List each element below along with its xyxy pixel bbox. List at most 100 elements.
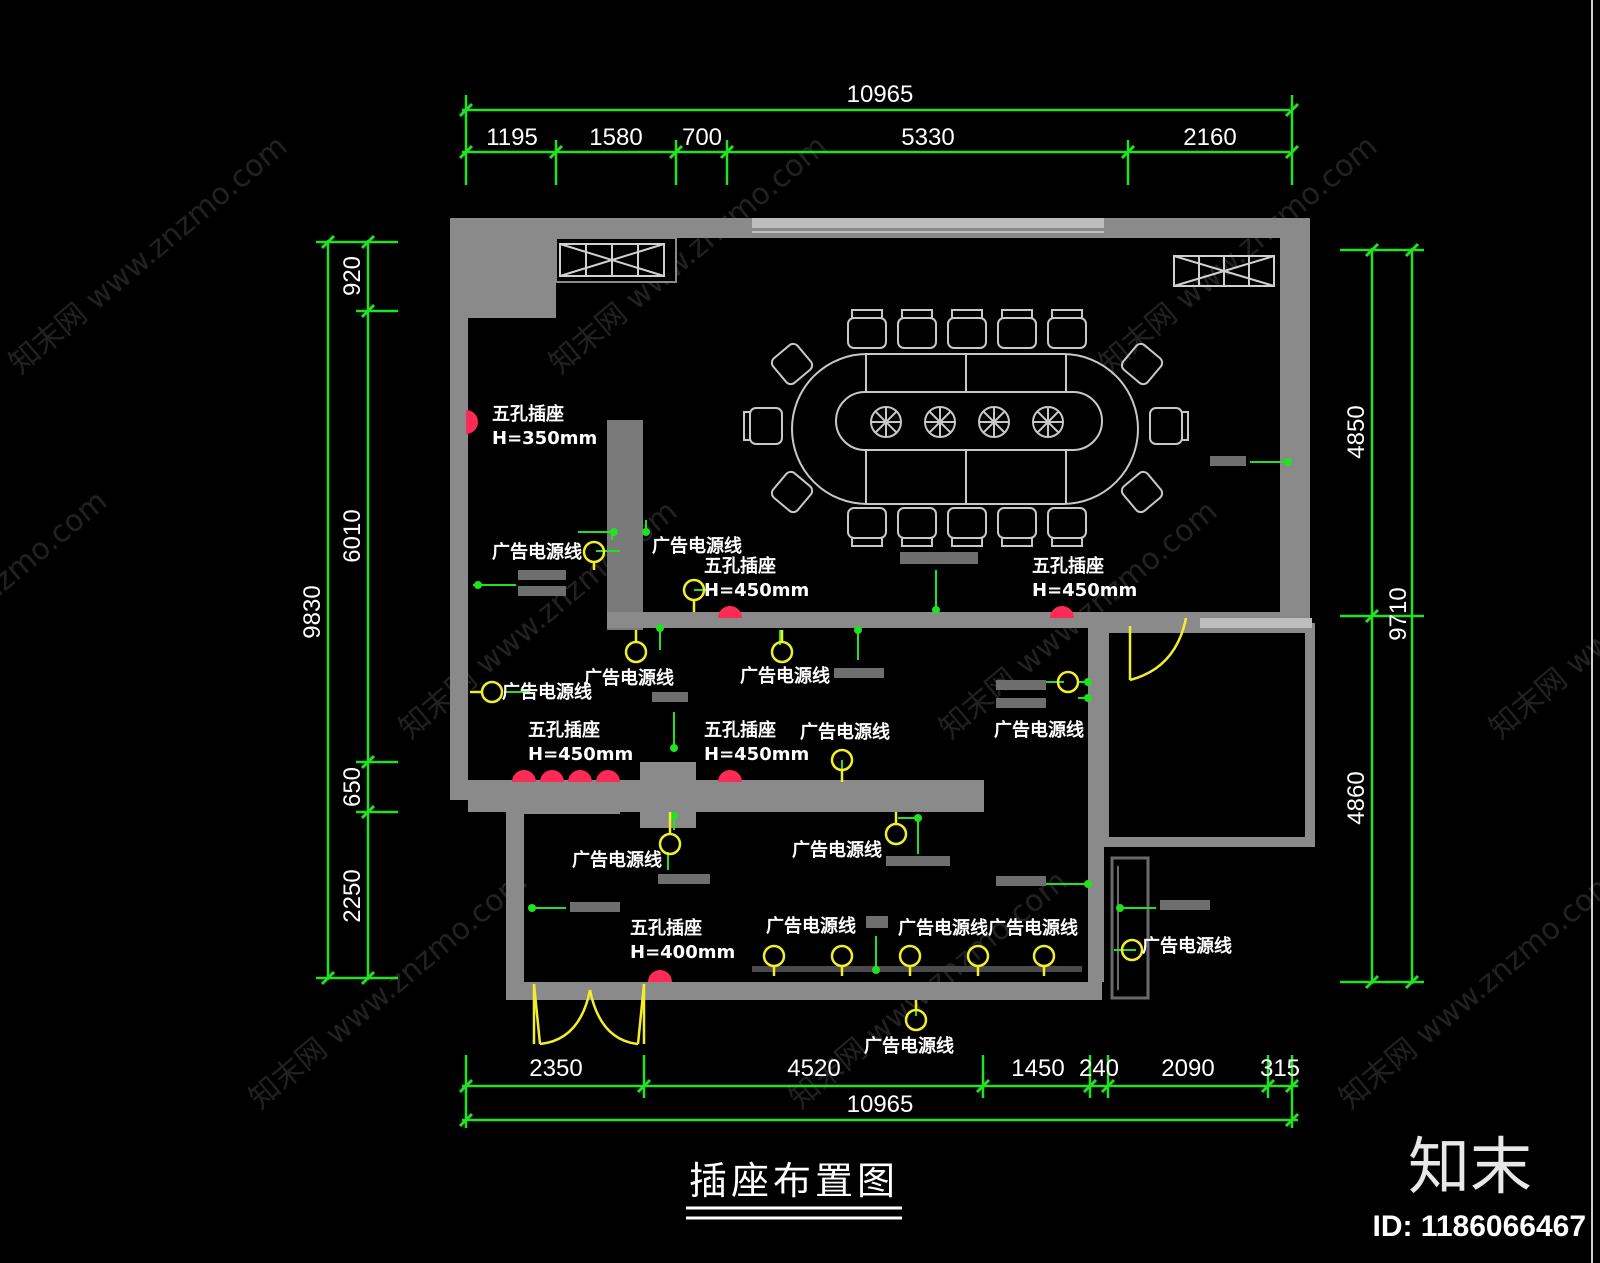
socket-label: 五孔插座 (704, 719, 776, 741)
dimension-lines (316, 95, 1424, 1128)
dim-top-segment: 2160 (1183, 124, 1236, 151)
chair-top-row (847, 309, 1087, 349)
dim-left-segment: 2250 (339, 869, 366, 922)
dim-bottom-segment: 4520 (787, 1055, 840, 1082)
dimension-labels: 10965 1195 1580 700 5330 2160 2350 4520 … (299, 81, 1412, 1118)
socket-label: 广告电源线 (1142, 935, 1232, 957)
socket-label: 广告电源线 (994, 719, 1084, 741)
socket-label: 广告电源线 (864, 1035, 954, 1057)
socket-label: 五孔插座 (528, 719, 600, 741)
dim-right-segment: 4850 (1343, 405, 1370, 458)
ad-socket-icon (658, 812, 682, 856)
five-hole-socket-icon (596, 770, 620, 782)
socket-label: 广告电源线 (584, 667, 674, 689)
socket-labels: 五孔插座 H=350mm 广告电源线 广告电源线 五孔插座 H=450mm 五孔… (492, 403, 1232, 1057)
ad-socket-icon (884, 812, 908, 846)
ad-socket-icon (582, 540, 606, 570)
five-hole-socket-icon (568, 770, 592, 782)
socket-leader-lines (473, 461, 1290, 1016)
five-hole-sockets (466, 410, 1074, 982)
dim-top-segment: 1195 (486, 124, 538, 151)
socket-label: 广告电源线 (502, 681, 592, 703)
ad-socket-icon (830, 944, 854, 976)
dim-top-segment: 700 (682, 124, 722, 151)
dim-bottom-segment: 240 (1079, 1055, 1119, 1082)
socket-label: 广告电源线 (988, 917, 1078, 939)
dim-top-segment: 1580 (589, 124, 642, 151)
ad-socket-icon (470, 680, 504, 704)
drawing-title: 插座布置图 (689, 1159, 899, 1203)
table-centerpiece (870, 406, 1064, 438)
junction-dots (474, 458, 1292, 974)
socket-height-label: H=400mm (630, 942, 735, 963)
chairs (743, 309, 1189, 547)
socket-height-label: H=450mm (704, 744, 809, 765)
dim-left-segment: 650 (339, 767, 366, 807)
entrance-double-door (532, 983, 646, 1046)
socket-height-label: H=350mm (492, 428, 597, 449)
dim-bottom-segment: 1450 (1011, 1055, 1064, 1082)
watermark-text: 知末网 www.znzmo.com (243, 864, 534, 1116)
small-room-door (1128, 617, 1188, 682)
doors (532, 617, 1188, 1046)
watermark-text: 知末网 www.znzmo.com (0, 484, 114, 736)
socket-label: 五孔插座 (1032, 555, 1104, 577)
cabinets (559, 243, 1275, 287)
ad-socket-icon (1032, 944, 1056, 976)
socket-label: 五孔插座 (630, 917, 702, 939)
dim-right-segment: 4860 (1343, 771, 1370, 824)
window (752, 218, 1104, 228)
wall-equipment (518, 456, 1246, 972)
five-hole-socket-icon (1050, 606, 1074, 618)
ad-socket-icon (898, 944, 922, 976)
five-hole-socket-icon (648, 970, 672, 982)
ad-socket-icon (966, 944, 990, 976)
watermark-text: 知末网 www.znzmo.com (1093, 129, 1384, 381)
socket-height-label: H=450mm (704, 580, 809, 601)
ad-socket-icon (830, 748, 854, 782)
conference-table (791, 353, 1139, 505)
socket-label: 广告电源线 (492, 541, 582, 563)
five-hole-socket-icon (512, 770, 536, 782)
socket-label: 广告电源线 (740, 665, 830, 687)
dim-left-segment: 6010 (339, 509, 366, 562)
ad-socket-icon (1056, 670, 1080, 694)
socket-label: 五孔插座 (704, 555, 776, 577)
ad-socket-icon (762, 944, 786, 976)
socket-label: 五孔插座 (492, 403, 564, 425)
chair-ends (743, 342, 1189, 514)
socket-label: 广告电源线 (898, 917, 988, 939)
ad-socket-icon (770, 630, 794, 664)
dim-top-total: 10965 (847, 81, 914, 108)
socket-height-label: H=450mm (528, 744, 633, 765)
socket-label: 广告电源线 (572, 849, 662, 871)
chair-bottom-row (847, 507, 1087, 547)
dim-top-segment: 5330 (901, 124, 954, 151)
dim-bottom-segment: 315 (1260, 1055, 1300, 1082)
five-hole-socket-icon (466, 410, 478, 434)
ad-socket-icon (904, 1000, 928, 1032)
five-hole-socket-icon (540, 770, 564, 782)
dim-bottom-segment: 2090 (1161, 1055, 1214, 1082)
ad-socket-icon (624, 630, 648, 664)
dim-right-total: 9710 (1385, 587, 1412, 640)
socket-label: 广告电源线 (652, 535, 742, 557)
socket-label: 广告电源线 (800, 721, 890, 743)
watermark-text: 知末网 www.znzmo.com (1483, 494, 1600, 746)
dim-left-segment: 920 (339, 256, 366, 296)
watermark-text: 知末网 www.znzmo.com (3, 129, 294, 381)
socket-label: 广告电源线 (766, 915, 856, 937)
image-id: ID: 1186066467 (1372, 1210, 1586, 1243)
socket-label: 广告电源线 (792, 839, 882, 861)
ad-socket-icon (1120, 938, 1144, 962)
ad-socket-icon (682, 578, 706, 612)
dim-left-total: 9830 (299, 585, 326, 638)
five-hole-socket-icon (718, 606, 742, 618)
partition-wall (468, 780, 984, 812)
brand-logo: 知末 (1408, 1130, 1532, 1203)
socket-height-label: H=450mm (1032, 580, 1137, 601)
partition-wall (607, 420, 643, 630)
five-hole-socket-icon (718, 770, 742, 782)
walls (450, 218, 1315, 1000)
